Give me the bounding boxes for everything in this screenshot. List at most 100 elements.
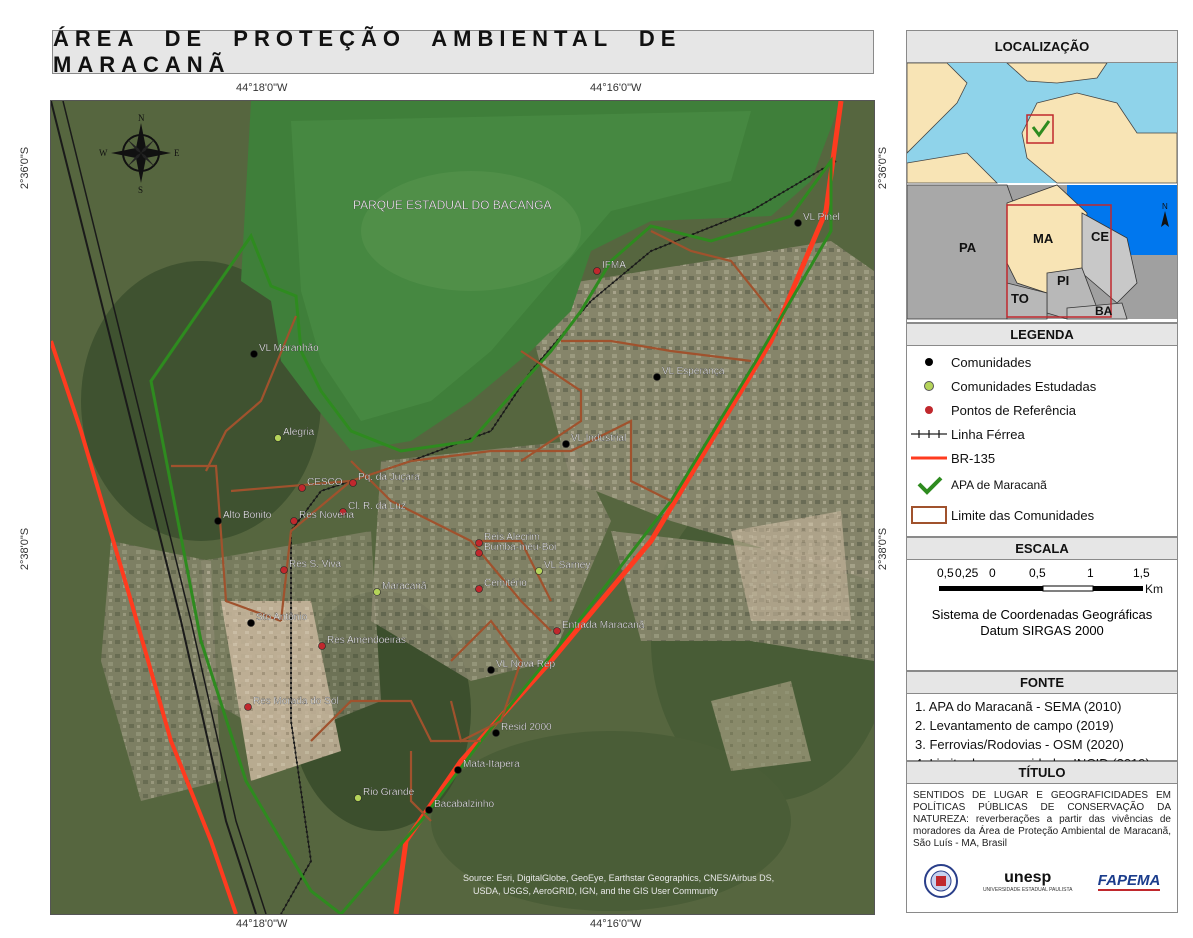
- map-point-community[interactable]: [653, 373, 661, 381]
- coord-left-upper: 2°36'0"S: [19, 146, 32, 190]
- map-point-studied[interactable]: [373, 588, 381, 596]
- sandy-area: [221, 601, 341, 781]
- map-point-label: VL Nova Rep: [496, 659, 556, 670]
- road-left: [51, 340, 238, 914]
- dot-red-icon: [925, 406, 933, 414]
- map-point-reference[interactable]: [290, 517, 298, 525]
- state-label-pi: PI: [1057, 273, 1069, 288]
- titulo-text: SENTIDOS DE LUGAR E GEOGRAFICIDADES EM P…: [913, 790, 1171, 849]
- source-header: FONTE: [907, 672, 1177, 694]
- map-point-label: Bumba-meu-Boi: [484, 542, 556, 553]
- unesp-logo: unesp UNIVERSIDADE ESTADUAL PAULISTA: [982, 869, 1073, 893]
- map-point-label: VL Sarney: [544, 560, 590, 571]
- coord-datum: Datum SIRGAS 2000: [980, 623, 1104, 638]
- coord-right-lower: 2°38'0"S: [877, 527, 890, 571]
- coord-right-upper: 2°36'0"S: [877, 146, 890, 190]
- map-point-community[interactable]: [214, 517, 222, 525]
- legend-item-limits: Limite das Comunidades: [907, 500, 1177, 530]
- park-label: PARQUE ESTADUAL DO BACANGA: [353, 198, 552, 212]
- sandy-area: [731, 511, 851, 621]
- railway-left-2: [62, 101, 267, 914]
- map-point-community[interactable]: [794, 219, 802, 227]
- scale-tick: 0: [989, 566, 996, 580]
- titulo-header: TÍTULO: [907, 762, 1177, 784]
- community-limits: [171, 230, 772, 822]
- apa-check-icon: [917, 476, 943, 495]
- scale-ticks: 0,5 0,25 0 0,5 1 1,5: [937, 566, 1159, 582]
- map-point-label: Res Novena: [299, 510, 354, 521]
- forest-patch: [431, 731, 791, 911]
- map-point-studied[interactable]: [354, 794, 362, 802]
- map-point-reference[interactable]: [349, 479, 357, 487]
- legend-item-reference: Pontos de Referência: [907, 398, 1177, 422]
- map-point-reference[interactable]: [475, 549, 483, 557]
- map-point-label: Maracanã: [382, 581, 427, 592]
- map-point-reference[interactable]: [280, 566, 288, 574]
- map-point-label: Mata-Itapera: [463, 759, 520, 770]
- road-icon: [911, 456, 947, 460]
- map-canvas[interactable]: PARQUE ESTADUAL DO BACANGA N S W E VL Ma…: [50, 100, 875, 915]
- attribution-line-2: USDA, USGS, AeroGRID, IGN, and the GIS U…: [473, 886, 719, 896]
- svg-text:N: N: [1162, 202, 1168, 211]
- inset-land: [906, 152, 998, 184]
- location-panel: LOCALIZAÇÃO PA MA CE PI TO BA N: [906, 30, 1178, 323]
- location-maps: PA MA CE PI TO BA N: [906, 62, 1178, 320]
- state-ba: [1066, 302, 1128, 320]
- map-point-reference[interactable]: [475, 539, 483, 547]
- map-point-label: Bacabalzinho: [434, 799, 494, 810]
- limit-box-icon: [911, 506, 947, 524]
- map-point-community[interactable]: [250, 350, 258, 358]
- map-title-box: ÁREA DE PROTEÇÃO AMBIENTAL DE MARACANÃ: [52, 26, 874, 77]
- dot-black-icon: [925, 358, 933, 366]
- map-point-studied[interactable]: [274, 434, 282, 442]
- map-point-label: Entrada Maracanã: [562, 620, 645, 631]
- urban-area: [521, 241, 874, 581]
- legend-item-road: BR-135: [907, 446, 1177, 470]
- map-point-community[interactable]: [562, 440, 570, 448]
- map-point-reference[interactable]: [593, 267, 601, 275]
- compass-s: S: [138, 185, 143, 195]
- region-focus-box: [1006, 204, 1112, 318]
- university-seal-icon: [923, 864, 958, 898]
- map-point-community[interactable]: [492, 729, 500, 737]
- scale-tick: 0,5: [937, 566, 954, 580]
- urban-area: [371, 441, 611, 681]
- scale-tick: 0,5: [1029, 566, 1046, 580]
- inset-land: [906, 62, 968, 154]
- scale-unit: Km: [1145, 582, 1163, 596]
- map-point-reference[interactable]: [298, 484, 306, 492]
- map-point-community[interactable]: [247, 619, 255, 627]
- map-point-label: Resid 2000: [501, 722, 552, 733]
- dot-green-icon: [924, 381, 934, 391]
- map-point-community[interactable]: [487, 666, 495, 674]
- map-point-community[interactable]: [454, 766, 462, 774]
- map-point-label: Cl. R. da Luz: [348, 501, 406, 512]
- map-point-reference[interactable]: [475, 585, 483, 593]
- map-point-community[interactable]: [425, 806, 433, 814]
- compass-e: E: [174, 148, 180, 158]
- map-point-reference[interactable]: [339, 508, 347, 516]
- map-point-reference[interactable]: [244, 703, 252, 711]
- legend-panel: LEGENDA Comunidades Comunidades Estudada…: [906, 323, 1178, 537]
- scale-header: ESCALA: [907, 538, 1177, 560]
- forest-patch: [81, 261, 321, 541]
- sandy-area: [711, 681, 811, 771]
- map-point-reference[interactable]: [318, 642, 326, 650]
- state-label-to: TO: [1011, 291, 1029, 306]
- scale-bar: Km: [939, 582, 1163, 596]
- coord-bottom-left: 44°18'0"W: [236, 918, 288, 930]
- source-panel: FONTE 1. APA do Maracanã - SEMA (2010) 2…: [906, 671, 1178, 771]
- map-point-reference[interactable]: [553, 627, 561, 635]
- coord-top-left: 44°18'0"W: [236, 82, 288, 94]
- legend-item-communities: Comunidades: [907, 350, 1177, 374]
- map-point-label: VL Maranhão: [259, 343, 319, 354]
- state-label-pa: PA: [959, 240, 977, 255]
- apa-boundary: [149, 156, 833, 914]
- map-point-label: CESCO: [307, 477, 343, 488]
- map-point-label: IFMA: [602, 260, 626, 271]
- map-point-studied[interactable]: [535, 567, 543, 575]
- map-svg: PARQUE ESTADUAL DO BACANGA N S W E VL Ma…: [51, 101, 874, 914]
- legend-header: LEGENDA: [907, 324, 1177, 346]
- state-label-ce: CE: [1091, 229, 1109, 244]
- railway-left: [51, 101, 257, 914]
